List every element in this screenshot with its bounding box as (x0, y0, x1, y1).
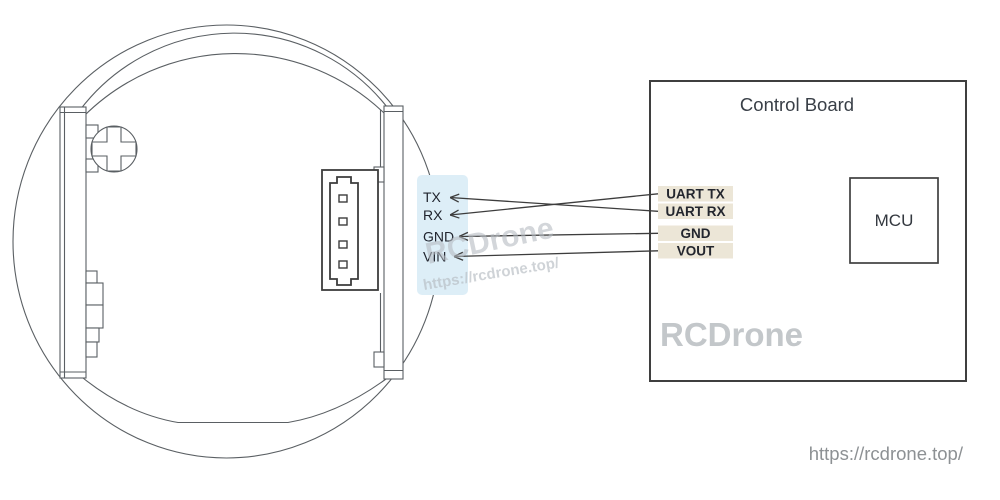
control-board-title: Control Board (740, 94, 854, 115)
connector-pin-3 (338, 240, 348, 249)
wire-gnd-to-gnd (459, 233, 659, 236)
board-pin-label-uart-rx: UART RX (666, 204, 726, 219)
connector-pin-2 (338, 217, 348, 226)
board-watermark: RCDrone (660, 316, 803, 353)
right-rail-tab-bottom (373, 351, 385, 368)
pin-labels-highlight (417, 175, 468, 295)
board-pin-box-gnd (658, 225, 733, 241)
device-pin-label-tx: TX (423, 189, 442, 205)
phillips-cross-icon (91, 126, 137, 172)
board-pin-label-uart-tx: UART TX (666, 186, 725, 201)
footer-url: https://rcdrone.top/ (809, 443, 964, 464)
wire-uart-rx-to-tx (450, 198, 659, 212)
wire-vout-to-vin (454, 250, 659, 257)
board-pin-box-uart-rx (658, 203, 733, 219)
connector-pin-4 (338, 260, 348, 269)
uart-connector (321, 169, 379, 291)
camera-module-drawing (12, 24, 441, 459)
left-rail (59, 106, 87, 379)
device-pin-label-gnd: GND (423, 229, 454, 245)
connector-body (329, 176, 359, 286)
board-pin-label-vout: VOUT (677, 243, 715, 258)
board-pin-label-gnd: GND (681, 226, 711, 241)
bottom-shell-arc (82, 377, 387, 424)
right-rail (383, 105, 404, 380)
top-shell-inner-arc (83, 52, 385, 117)
mcu-box (849, 177, 939, 264)
device-pin-label-rx: RX (423, 207, 443, 223)
connector-pin-1 (338, 194, 348, 203)
board-pin-box-uart-tx (658, 186, 733, 202)
board-pin-box-vout (658, 243, 733, 259)
device-pin-labels: TX RX GND VIN (423, 189, 454, 265)
top-shell-outer-arc (79, 32, 388, 111)
mcu-label: MCU (875, 211, 914, 230)
control-board: Control Board MCU RCDrone UART TX UART R… (649, 80, 967, 382)
side-component (85, 270, 104, 358)
device-pin-label-vin: VIN (423, 249, 446, 265)
screw-tab-top (85, 124, 99, 139)
connection-wires (450, 193, 659, 257)
